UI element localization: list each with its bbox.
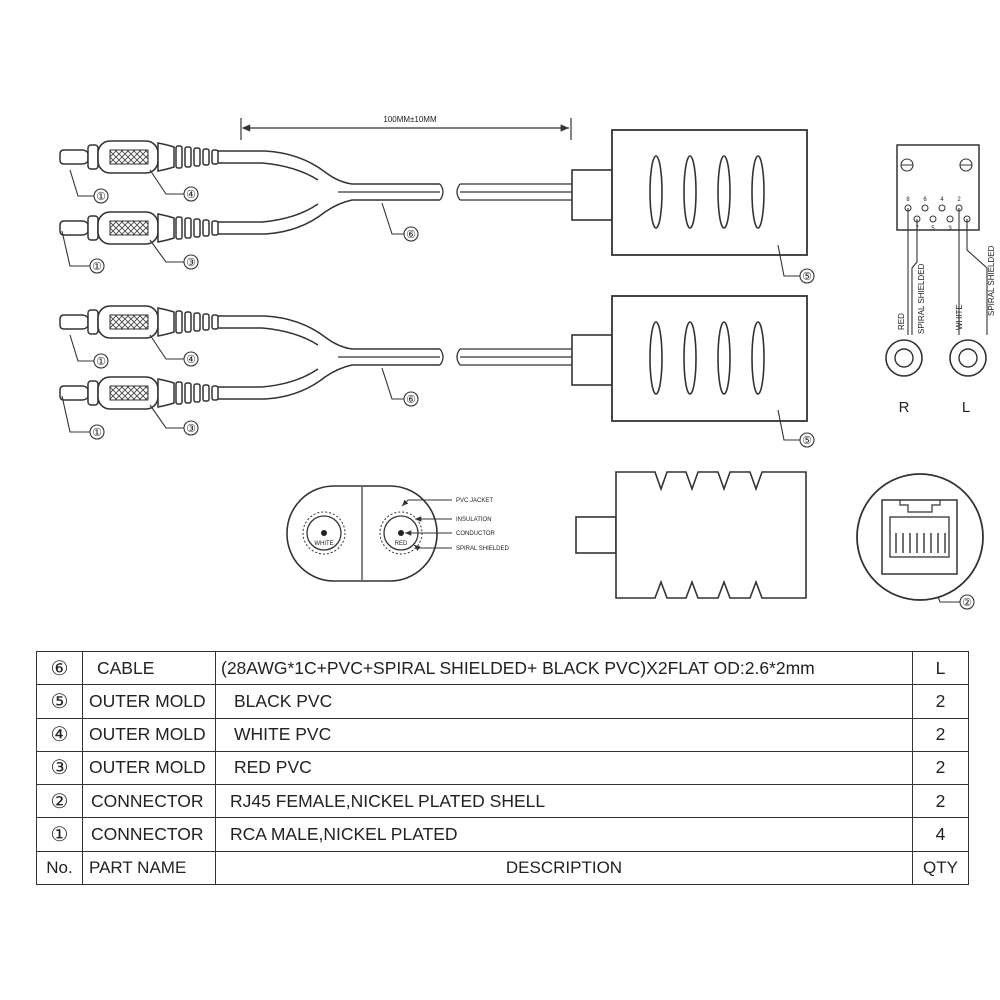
dimension-line: 100MM±10MM [240, 115, 572, 140]
table-row: ② CONNECTOR RJ45 FEMALE,NICKEL PLATED SH… [36, 784, 969, 819]
pin-label: 4 [940, 197, 944, 203]
wire-label-white: WHITE [955, 304, 964, 330]
table-row: ④ OUTER MOLD WHITE PVC 2 [36, 717, 969, 752]
balloon-2: ② [962, 597, 972, 609]
item-number: ① [36, 817, 83, 852]
table-row: ① CONNECTOR RCA MALE,NICKEL PLATED 4 [36, 817, 969, 852]
callout-pvc-jacket: PVC JACKET [456, 498, 493, 504]
balloon-3: ③ [186, 257, 196, 269]
wire-label-red: RED [897, 313, 906, 330]
callout-numbers: ① ④ ⑥ ① ③ ⑤ ① ④ ⑥ ① ③ ⑤ ② [92, 189, 972, 609]
balloon-3: ③ [186, 423, 196, 435]
cable-assembly-top [59, 129, 808, 256]
balloon-4: ④ [186, 354, 196, 366]
description: RJ45 FEMALE,NICKEL PLATED SHELL [215, 784, 913, 819]
cable-assembly-bottom [59, 295, 808, 422]
rj45-jack-face [856, 473, 984, 601]
quantity: 2 [912, 750, 969, 786]
channel-right-label: R [899, 399, 910, 416]
dimension-label: 100MM±10MM [383, 115, 437, 124]
wiring-diagram: 8 6 4 2 7 5 3 1 RED SPIRAL SHIELDED WHIT… [885, 144, 996, 416]
item-number: ② [36, 784, 83, 819]
pin-label: 3 [948, 226, 952, 232]
balloon-1: ① [96, 356, 106, 368]
table-header-row: No. PART NAME DESCRIPTION QTY [36, 850, 969, 886]
header-no: No. [36, 850, 83, 886]
pin-label: 5 [931, 226, 935, 232]
balloon-1: ① [92, 261, 102, 273]
assembly-drawing: 100MM±10MM [59, 115, 996, 610]
bill-of-materials: ⑥ CABLE (28AWG*1C+PVC+SPIRAL SHIELDED+ B… [36, 650, 969, 886]
quantity: 2 [912, 684, 969, 719]
part-name: CONNECTOR [82, 784, 216, 819]
description: WHITE PVC [215, 717, 913, 752]
description: RCA MALE,NICKEL PLATED [215, 817, 913, 852]
wire-label-shield-l: SPIRAL SHIELDED [987, 245, 996, 316]
balloon-4: ④ [186, 189, 196, 201]
quantity: 2 [912, 717, 969, 752]
quantity: 2 [912, 784, 969, 819]
balloon-6: ⑥ [406, 394, 416, 406]
balloon-5: ⑤ [802, 271, 812, 283]
header-part-name: PART NAME [82, 850, 216, 886]
callout-insulation: INSULATION [456, 517, 492, 523]
balloon-1: ① [92, 427, 102, 439]
table-row: ③ OUTER MOLD RED PVC 2 [36, 750, 969, 786]
channel-left-label: L [962, 399, 970, 416]
part-name: CABLE [82, 650, 216, 686]
pin-label: 6 [923, 197, 927, 203]
pin-label: 2 [957, 197, 961, 203]
table-row: ⑥ CABLE (28AWG*1C+PVC+SPIRAL SHIELDED+ B… [36, 650, 969, 686]
part-name: OUTER MOLD [82, 750, 216, 786]
cable-cross-section: WHITE RED PVC JACKET INSULATION CONDUCTO… [286, 485, 509, 582]
wire-label-shield-r: SPIRAL SHIELDED [917, 263, 926, 334]
rj45-top-view [575, 471, 807, 599]
callout-spiral-shielded: SPIRAL SHIELDED [456, 546, 509, 552]
part-name: OUTER MOLD [82, 684, 216, 719]
item-number: ⑥ [36, 650, 83, 686]
callout-conductor: CONDUCTOR [456, 531, 496, 537]
item-number: ④ [36, 717, 83, 752]
balloon-6: ⑥ [406, 229, 416, 241]
header-qty: QTY [912, 850, 969, 886]
part-name: CONNECTOR [82, 817, 216, 852]
quantity: 4 [912, 817, 969, 852]
quantity: L [912, 650, 969, 686]
balloon-5: ⑤ [802, 435, 812, 447]
balloon-1: ① [96, 191, 106, 203]
conductor-red-label: RED [395, 541, 408, 547]
part-name: OUTER MOLD [82, 717, 216, 752]
pin-label: 8 [906, 197, 910, 203]
table-row: ⑤ OUTER MOLD BLACK PVC 2 [36, 684, 969, 719]
item-number: ⑤ [36, 684, 83, 719]
callout-balloons [61, 169, 975, 610]
description: BLACK PVC [215, 684, 913, 719]
conductor-white-label: WHITE [314, 541, 333, 547]
description: RED PVC [215, 750, 913, 786]
description: (28AWG*1C+PVC+SPIRAL SHIELDED+ BLACK PVC… [215, 650, 913, 686]
item-number: ③ [36, 750, 83, 786]
header-description: DESCRIPTION [215, 850, 913, 886]
